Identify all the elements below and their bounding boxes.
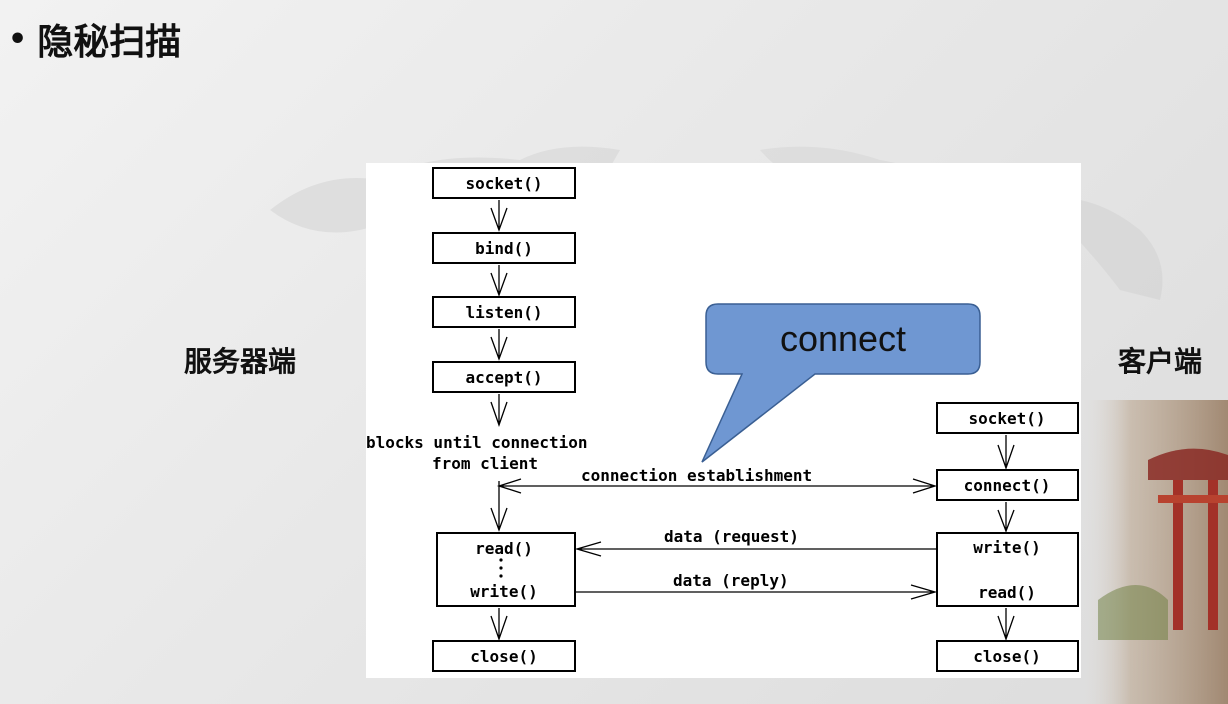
client-connect-box (936, 469, 1079, 501)
server-write-label: write() (470, 582, 537, 601)
client-connect-label: connect() (964, 476, 1051, 495)
bullet-dot-icon: • (8, 21, 28, 57)
slide-title-text: 隐秘扫描 (37, 21, 182, 63)
server-arrow-5 (490, 481, 508, 532)
client-close-box (936, 640, 1079, 672)
server-listen-box (432, 296, 576, 328)
server-listen-label: listen() (465, 303, 542, 322)
client-io-box (936, 532, 1079, 607)
establish-label: connection establishment (581, 466, 812, 485)
client-read-label: read() (978, 583, 1036, 602)
server-arrow-2 (490, 265, 508, 297)
server-read-label: read() (475, 539, 533, 558)
server-arrow-4 (490, 394, 508, 427)
server-io-box (436, 532, 576, 607)
server-accept-box (432, 361, 576, 393)
socket-flow-diagram: socket() bind() listen() accept() blocks… (366, 163, 1081, 678)
server-arrow-6 (490, 608, 508, 641)
server-side-label: 服务器端 (184, 345, 297, 378)
client-close-label: close() (973, 647, 1040, 666)
ellipsis-dots (499, 558, 503, 578)
client-write-label: write() (973, 538, 1040, 557)
server-arrow-1 (490, 200, 508, 232)
client-arrow-1 (997, 435, 1015, 470)
server-socket-label: socket() (465, 174, 542, 193)
server-close-label: close() (470, 647, 537, 666)
server-bind-box (432, 232, 576, 264)
slide-title: • 隐秘扫描 (8, 14, 181, 64)
server-close-box (432, 640, 576, 672)
client-arrow-2 (997, 502, 1015, 533)
request-arrow (574, 541, 937, 557)
establish-arrow (496, 478, 938, 494)
reply-label: data (reply) (673, 571, 789, 590)
blocks-note-line1: blocks until connection (366, 433, 588, 452)
server-arrow-3 (490, 329, 508, 361)
client-side-label: 客户端 (1118, 345, 1203, 378)
server-accept-label: accept() (465, 368, 542, 387)
reply-arrow (575, 584, 938, 600)
campus-gate-photo (1078, 400, 1228, 704)
client-socket-label: socket() (968, 409, 1045, 428)
callout-label: connect (779, 318, 907, 359)
blocks-note-line2: from client (432, 454, 538, 473)
server-bind-label: bind() (475, 239, 533, 258)
server-socket-box (432, 167, 576, 199)
request-label: data (request) (664, 527, 799, 546)
client-arrow-3 (997, 608, 1015, 641)
